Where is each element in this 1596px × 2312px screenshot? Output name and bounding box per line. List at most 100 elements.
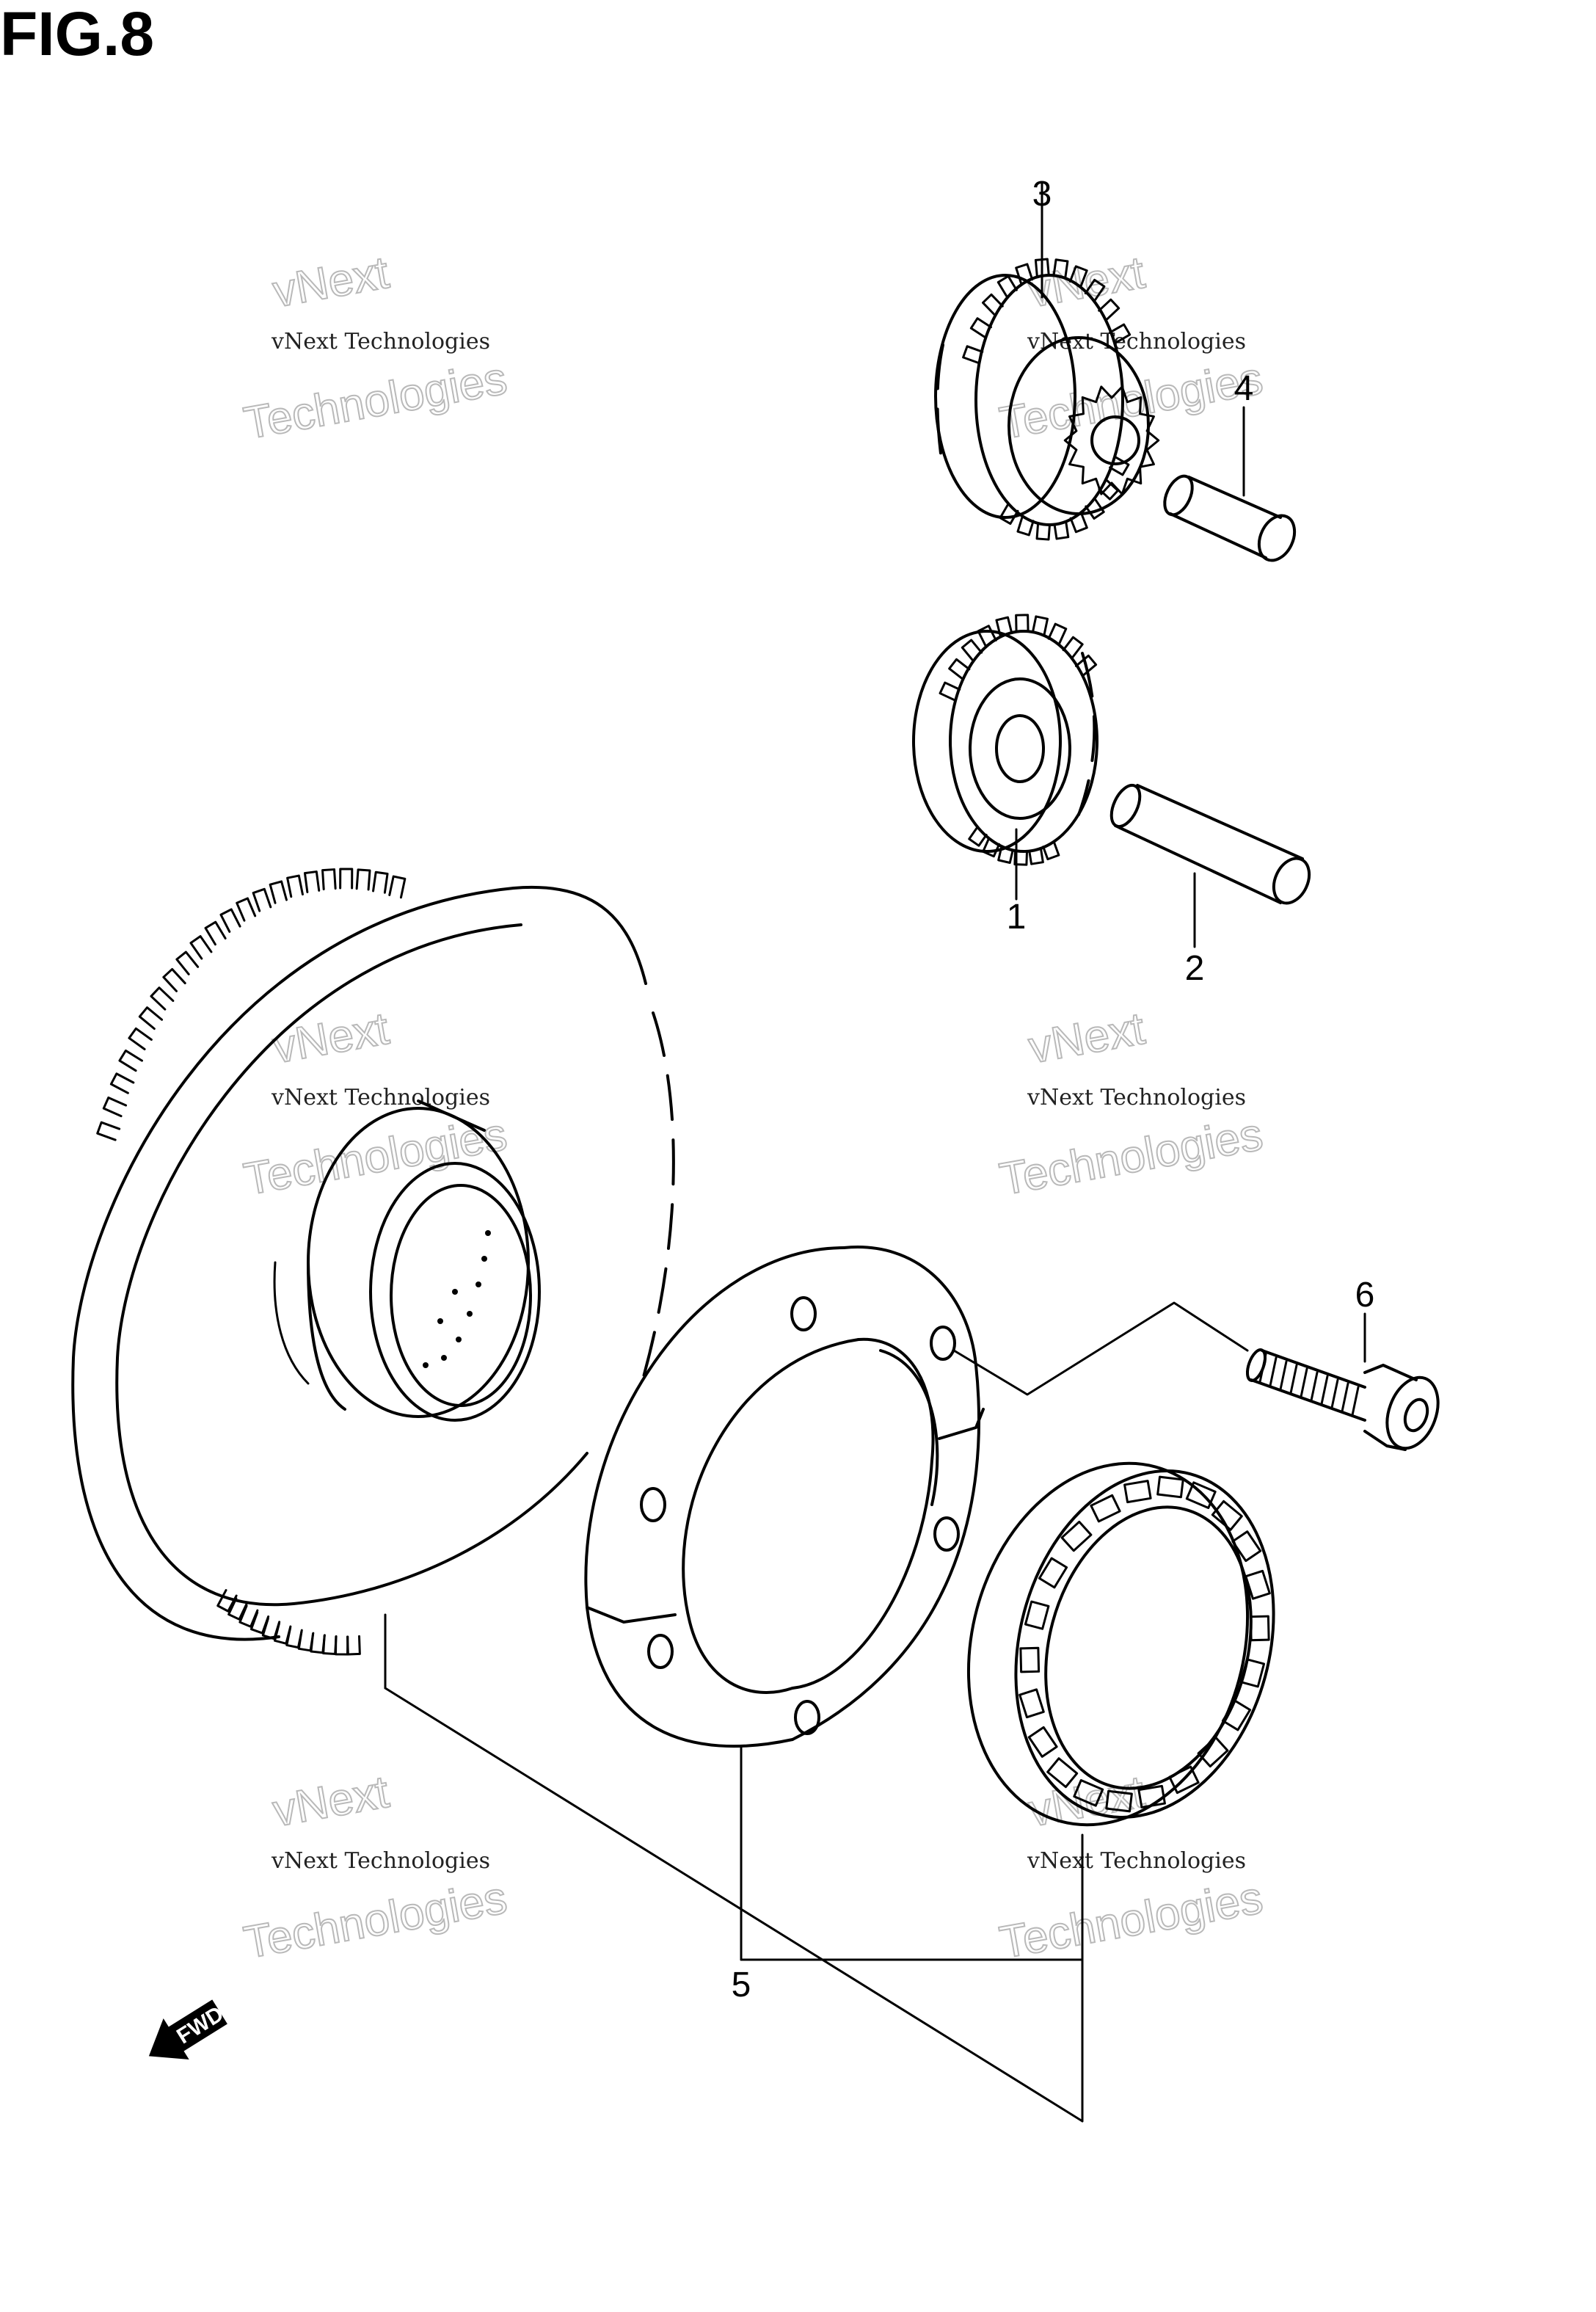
housing-notch-right xyxy=(938,1408,985,1440)
part-6-bolt xyxy=(952,1301,1440,1451)
housing-outer-right xyxy=(791,1364,980,1741)
clutch-roller xyxy=(1249,1615,1270,1642)
clutch-roller xyxy=(1019,1688,1045,1719)
gear-tooth xyxy=(204,920,227,946)
gear-tooth xyxy=(238,1604,259,1628)
clutch-face-ring xyxy=(1014,1469,1275,1819)
gear-3-teeth xyxy=(962,258,1132,541)
callout-6: 6 xyxy=(1355,1276,1375,1315)
shaft-4-end xyxy=(1163,474,1194,517)
gear-tooth xyxy=(109,1072,135,1094)
thread-line xyxy=(1300,1367,1308,1398)
gear-tooth xyxy=(982,838,1001,858)
clutch-roller xyxy=(1046,1757,1079,1789)
watermark-bottom: Technologies xyxy=(240,1872,510,1969)
shaft-2-face xyxy=(1272,857,1311,905)
housing-bolt-holes xyxy=(640,1296,960,1735)
oil-hole xyxy=(441,1355,447,1361)
clutch-roller xyxy=(1090,1494,1121,1523)
gear-tooth xyxy=(948,658,971,680)
figure-title: FIG.8 xyxy=(0,0,154,68)
gear-tooth xyxy=(1074,654,1098,677)
gear-tooth xyxy=(219,908,241,933)
gear-tooth xyxy=(339,868,354,890)
gear-tooth xyxy=(128,1027,153,1050)
callout-5: 5 xyxy=(732,1966,751,2004)
callout-1: 1 xyxy=(1007,898,1027,937)
hub-bore-inner xyxy=(390,1184,532,1407)
gear-tooth xyxy=(996,275,1018,297)
clutch-outer-ring xyxy=(966,1461,1250,1827)
gear-tooth xyxy=(216,1589,238,1613)
thread-line xyxy=(1269,1356,1278,1387)
callout-2: 2 xyxy=(1185,949,1205,988)
watermark-line: vNext Technologies xyxy=(1027,329,1246,355)
gear-tooth xyxy=(335,1635,349,1656)
part-5-starter-driven-gear xyxy=(71,868,675,1690)
gear-tooth xyxy=(321,868,337,891)
clutch-roller xyxy=(1038,1557,1068,1589)
gear-3-back-rim xyxy=(934,274,1076,519)
watermark-top: vNext xyxy=(1025,1003,1148,1073)
part-3-double-gear xyxy=(934,182,1160,541)
shaft-2-end xyxy=(1109,783,1142,829)
part-2-shaft xyxy=(1109,783,1311,948)
gear-tooth xyxy=(150,986,175,1011)
gear-tooth xyxy=(1109,456,1130,476)
gear-tooth xyxy=(252,887,272,912)
clutch-roller xyxy=(1197,1736,1229,1768)
gear-tooth xyxy=(1053,521,1070,540)
gear-tooth xyxy=(175,950,200,975)
clutch-roller xyxy=(1137,1784,1166,1808)
gear-tooth xyxy=(303,870,321,893)
gear-1-back-rim xyxy=(949,630,1098,853)
gear-tooth xyxy=(997,846,1014,864)
oil-hole xyxy=(485,1230,491,1236)
gear-tooth xyxy=(1042,841,1060,861)
watermark-line: vNext Technologies xyxy=(271,1085,490,1110)
gear-tooth xyxy=(969,317,992,338)
big-gear-teeth xyxy=(96,868,407,1656)
thread-line xyxy=(1351,1386,1360,1417)
gear-tooth xyxy=(1015,263,1034,285)
watermark-bottom: Technologies xyxy=(240,353,510,449)
clutch-roller xyxy=(1156,1475,1184,1499)
housing-bore-left xyxy=(682,1338,860,1694)
watermark-bottom: Technologies xyxy=(996,1109,1266,1205)
gear-tooth xyxy=(939,681,961,702)
gear-tooth xyxy=(189,935,213,960)
bolt-assembly-line xyxy=(952,1301,1249,1396)
bolt-hole xyxy=(930,1326,956,1361)
gear-tooth xyxy=(1109,323,1132,344)
big-gear-hidden-rim xyxy=(637,1011,675,1396)
watermark-top: vNext xyxy=(1025,247,1148,317)
gear-tooth xyxy=(286,874,304,898)
gear-tooth xyxy=(982,293,1004,316)
clutch-roller xyxy=(1060,1520,1093,1552)
bolt-hole xyxy=(640,1487,666,1522)
housing-bore-inner xyxy=(879,1349,939,1506)
gear-tooth xyxy=(236,897,257,922)
shaft-4-face xyxy=(1257,514,1297,562)
oil-hole xyxy=(467,1311,473,1317)
thread-line xyxy=(1279,1360,1288,1391)
gear-tooth xyxy=(249,1611,270,1635)
gear-tooth xyxy=(1098,479,1119,501)
gear-tooth xyxy=(227,1597,248,1621)
gear-tooth xyxy=(962,345,984,364)
bracket-part-5 xyxy=(384,1687,1084,2123)
thread-line xyxy=(1258,1353,1267,1384)
gear-1-teeth xyxy=(939,614,1098,866)
gear-tooth xyxy=(118,1049,143,1072)
clutch-roller xyxy=(1245,1569,1271,1600)
gear-1-bore xyxy=(995,714,1045,783)
gear-tooth xyxy=(1028,848,1044,865)
gear-tooth xyxy=(1035,523,1051,541)
housing-notch-left xyxy=(586,1606,677,1624)
bolt-socket xyxy=(1403,1397,1429,1433)
watermark-5: vNext vNext Technologies Technologies xyxy=(239,1766,511,1969)
oil-hole xyxy=(456,1337,462,1342)
clutch-roller xyxy=(1239,1658,1266,1688)
gear-1-hidden-edge xyxy=(1077,652,1096,816)
